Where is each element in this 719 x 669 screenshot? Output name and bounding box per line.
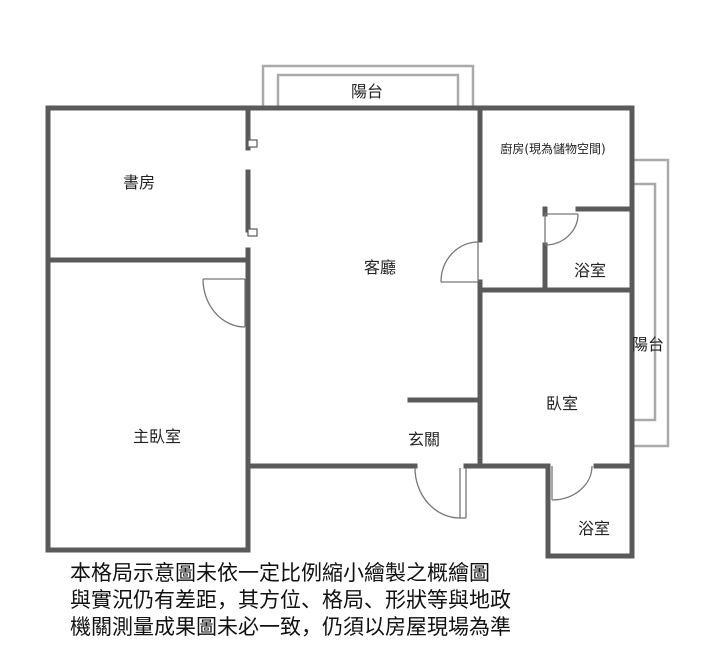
room-label-bath-upper: 浴室 xyxy=(574,261,606,280)
room-label-living-room: 客廳 xyxy=(364,258,396,277)
room-label-balcony-right: 陽台 xyxy=(632,335,664,354)
room-label-bedroom: 臥室 xyxy=(546,394,578,413)
room-label-bath-lower: 浴室 xyxy=(578,519,610,538)
walls xyxy=(45,105,635,559)
disclaimer-note: 本格局示意圖未依一定比例縮小繪製之概繪圖 與實況仍有差距，其方位、格局、形狀等與… xyxy=(70,560,690,641)
disclaimer-line: 本格局示意圖未依一定比例縮小繪製之概繪圖 xyxy=(70,561,490,585)
window-marker xyxy=(247,139,258,148)
disclaimer-line: 機關測量成果圖未必一致，仍須以房屋現場為準 xyxy=(70,615,511,639)
door-living-kitchen xyxy=(440,241,479,283)
door-lower-bath xyxy=(551,465,593,501)
room-label-kitchen: 廚房(現為儲物空間) xyxy=(500,141,605,156)
door-master-bedroom xyxy=(202,278,246,328)
balcony-right-rails xyxy=(632,158,670,448)
room-label-master-bedroom: 主臥室 xyxy=(133,427,181,446)
door-upper-bath xyxy=(544,213,579,246)
window-marker xyxy=(247,228,258,237)
balcony-top-rails xyxy=(261,64,475,106)
room-label-balcony-top: 陽台 xyxy=(351,82,383,101)
room-label-entrance: 玄關 xyxy=(408,430,440,449)
room-label-study: 書房 xyxy=(123,173,155,192)
door-front-entrance xyxy=(414,467,467,519)
disclaimer-line: 與實況仍有差距，其方位、格局、形狀等與地政 xyxy=(70,588,511,612)
